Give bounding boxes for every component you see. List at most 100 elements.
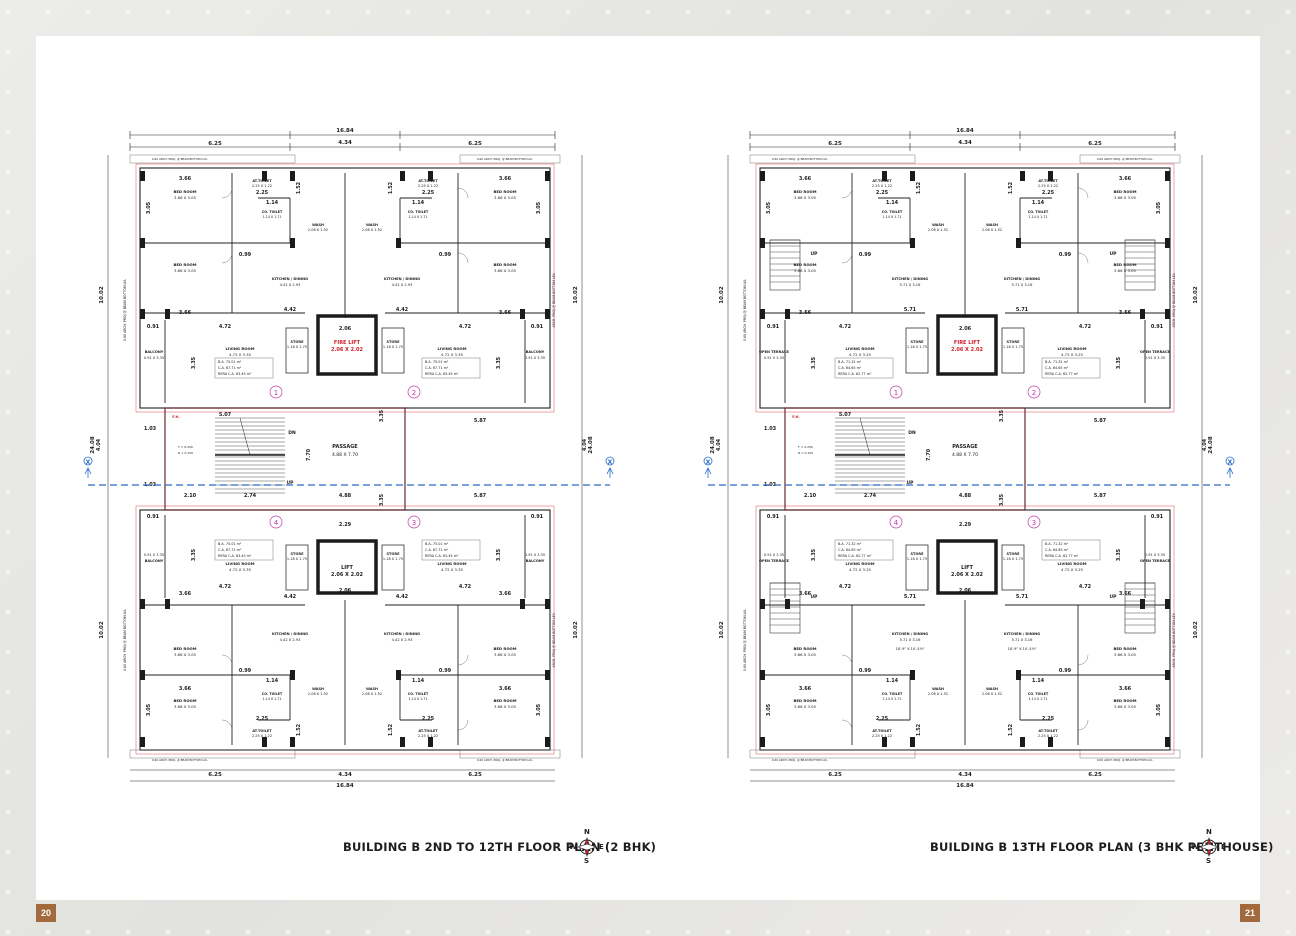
room-living-size: 4.72 X 3.35 bbox=[441, 352, 464, 357]
dim-label: 5.87 bbox=[1094, 493, 1107, 499]
stair-up: UP bbox=[811, 594, 819, 600]
unit-number-marker bbox=[889, 515, 903, 529]
dim-overall-depth: 24.08 bbox=[1208, 436, 1214, 454]
room-balcony-size: 0.91 X 3.35 bbox=[764, 356, 784, 360]
wall-column bbox=[760, 599, 765, 609]
dim-label: 2.25 bbox=[1042, 190, 1055, 196]
dim-label: 2.10 bbox=[804, 493, 817, 499]
plan-rect bbox=[421, 357, 481, 379]
room-store-label: STORE bbox=[1007, 340, 1021, 344]
room-cotoilet-size: 1.14 X 1.71 bbox=[408, 215, 427, 219]
arch-proj-note: 0.60 ARCH. PROJ. @ BEAM BOTTOM LVL. bbox=[772, 157, 828, 161]
room-attoilet-label: AT.TOILET bbox=[872, 179, 892, 183]
dim-label: 2.25 bbox=[256, 190, 269, 196]
unit-number: 2 bbox=[1032, 389, 1036, 397]
dim-label: 1.14 bbox=[412, 678, 425, 684]
wall-column bbox=[910, 737, 915, 747]
dim-label: 4.42 bbox=[284, 307, 297, 313]
arch-proj-note: 0.60 ARCH. PROJ. @ BEAM BOTTOM LVL. bbox=[1097, 758, 1153, 762]
side-arch-note: 0.60 ARCH. PROJ @ BEAM BOTTOM LVL bbox=[123, 609, 127, 671]
wall-column bbox=[545, 599, 550, 609]
unit-number: 4 bbox=[274, 519, 279, 527]
room-bed-label: BED ROOM bbox=[493, 646, 516, 651]
arch-proj-note: 0.60 ARCH. PROJ. @ BEAM BOTTOM LVL. bbox=[477, 758, 533, 762]
dim-label: 1.52 bbox=[1008, 181, 1014, 194]
door-swing-icon bbox=[1077, 719, 1089, 731]
page-number-right: 21 bbox=[1240, 904, 1260, 922]
compass-n: N bbox=[584, 828, 590, 836]
plan-rect bbox=[834, 539, 894, 561]
page-sheet bbox=[36, 36, 1260, 900]
dim-label: 0.99 bbox=[859, 252, 872, 258]
area-built: B.A. 71.32 m² bbox=[838, 360, 862, 364]
door-swing-icon bbox=[841, 654, 853, 666]
room-living-label: LIVING ROOM bbox=[1058, 346, 1087, 351]
room-kitchen-size: 4.42 X 2.93 bbox=[392, 638, 413, 642]
wall-column bbox=[882, 737, 887, 747]
room-living-label: LIVING ROOM bbox=[846, 561, 875, 566]
dim-label: 2.25 bbox=[1042, 716, 1055, 722]
wall-column bbox=[760, 737, 765, 747]
room-attoilet-label: AT.TOILET bbox=[252, 729, 272, 733]
room-bed-size: 3.66 X 3.05 bbox=[494, 704, 517, 709]
dim-wing-depth: 10.02 bbox=[1193, 621, 1199, 639]
dim-label: 3.05 bbox=[536, 703, 542, 716]
room-living-label: LIVING ROOM bbox=[226, 346, 255, 351]
wall-column bbox=[1165, 238, 1170, 248]
wall-column bbox=[545, 737, 550, 747]
arch-proj-note: 0.60 ARCH. PROJ. @ BEAM BOTTOM LVL. bbox=[152, 157, 208, 161]
room-store-label: STORE bbox=[911, 552, 925, 556]
room-kitchen-size: 5.71 X 3.16 bbox=[900, 283, 921, 287]
dim-center-width: 4.34 bbox=[338, 140, 352, 146]
wall-column bbox=[545, 171, 550, 181]
plan-rect bbox=[784, 407, 1026, 511]
dim-label: 3.35 bbox=[496, 548, 502, 561]
room-bed-size: 3.66 X 3.05 bbox=[494, 268, 517, 273]
plan-rect bbox=[135, 505, 555, 755]
dim-label: 4.42 bbox=[396, 594, 409, 600]
room-balcony-label: OPEN TERRACE bbox=[1140, 350, 1171, 354]
room-attoilet-size: 2.25 X 1.22 bbox=[872, 184, 892, 188]
dim-label: 0.99 bbox=[439, 668, 452, 674]
room-attoilet-label: AT.TOILET bbox=[418, 729, 438, 733]
door-swing-icon bbox=[457, 187, 469, 199]
dim-label: 3.05 bbox=[766, 201, 772, 214]
wall-column bbox=[165, 599, 170, 609]
dim-label: 3.66 bbox=[499, 176, 512, 182]
room-balcony-size: 0.91 X 3.35 bbox=[144, 356, 164, 360]
plan-rect bbox=[1041, 357, 1101, 379]
dim-label: 4.72 bbox=[459, 584, 472, 590]
wall-column bbox=[140, 309, 145, 319]
dim-wing-depth: 10.02 bbox=[99, 286, 105, 304]
area-rera: RERA C.A. 63.45 m² bbox=[425, 554, 459, 558]
room-attoilet-label: AT.TOILET bbox=[252, 179, 272, 183]
dim-label: 2.06 bbox=[339, 326, 352, 332]
dim-label: 4.88 bbox=[959, 493, 972, 499]
section-arrow-icon bbox=[606, 467, 614, 478]
door-swing-icon bbox=[1077, 187, 1089, 199]
page-number-left: 20 bbox=[36, 904, 56, 922]
section-marker bbox=[1225, 456, 1235, 466]
dim-label: 3.66 bbox=[799, 176, 812, 182]
room-bed-label: BED ROOM bbox=[493, 189, 516, 194]
dim-label: 3.35 bbox=[999, 493, 1005, 506]
room-attoilet-size: 2.25 X 1.22 bbox=[1038, 734, 1058, 738]
door-swing-icon bbox=[841, 252, 853, 264]
dim-center-width: 4.34 bbox=[958, 772, 972, 778]
fire-lift-shaft bbox=[316, 314, 378, 376]
door-swing-icon bbox=[457, 654, 469, 666]
section-mark: X bbox=[86, 459, 91, 466]
fire-lift-size: 2.06 X 2.02 bbox=[951, 347, 984, 353]
room-cotoilet-label: CO. TOILET bbox=[408, 692, 429, 696]
wall-column bbox=[1165, 670, 1170, 680]
dim-label: 5.71 bbox=[1016, 594, 1029, 600]
wall-column bbox=[1020, 171, 1025, 181]
wall-column bbox=[290, 670, 295, 680]
room-cotoilet-size: 1.14 X 1.71 bbox=[262, 697, 281, 701]
plan-rect bbox=[755, 163, 1175, 413]
room-bed-size: 3.66 X 3.05 bbox=[174, 268, 197, 273]
dim-overall-depth: 24.08 bbox=[90, 436, 96, 454]
